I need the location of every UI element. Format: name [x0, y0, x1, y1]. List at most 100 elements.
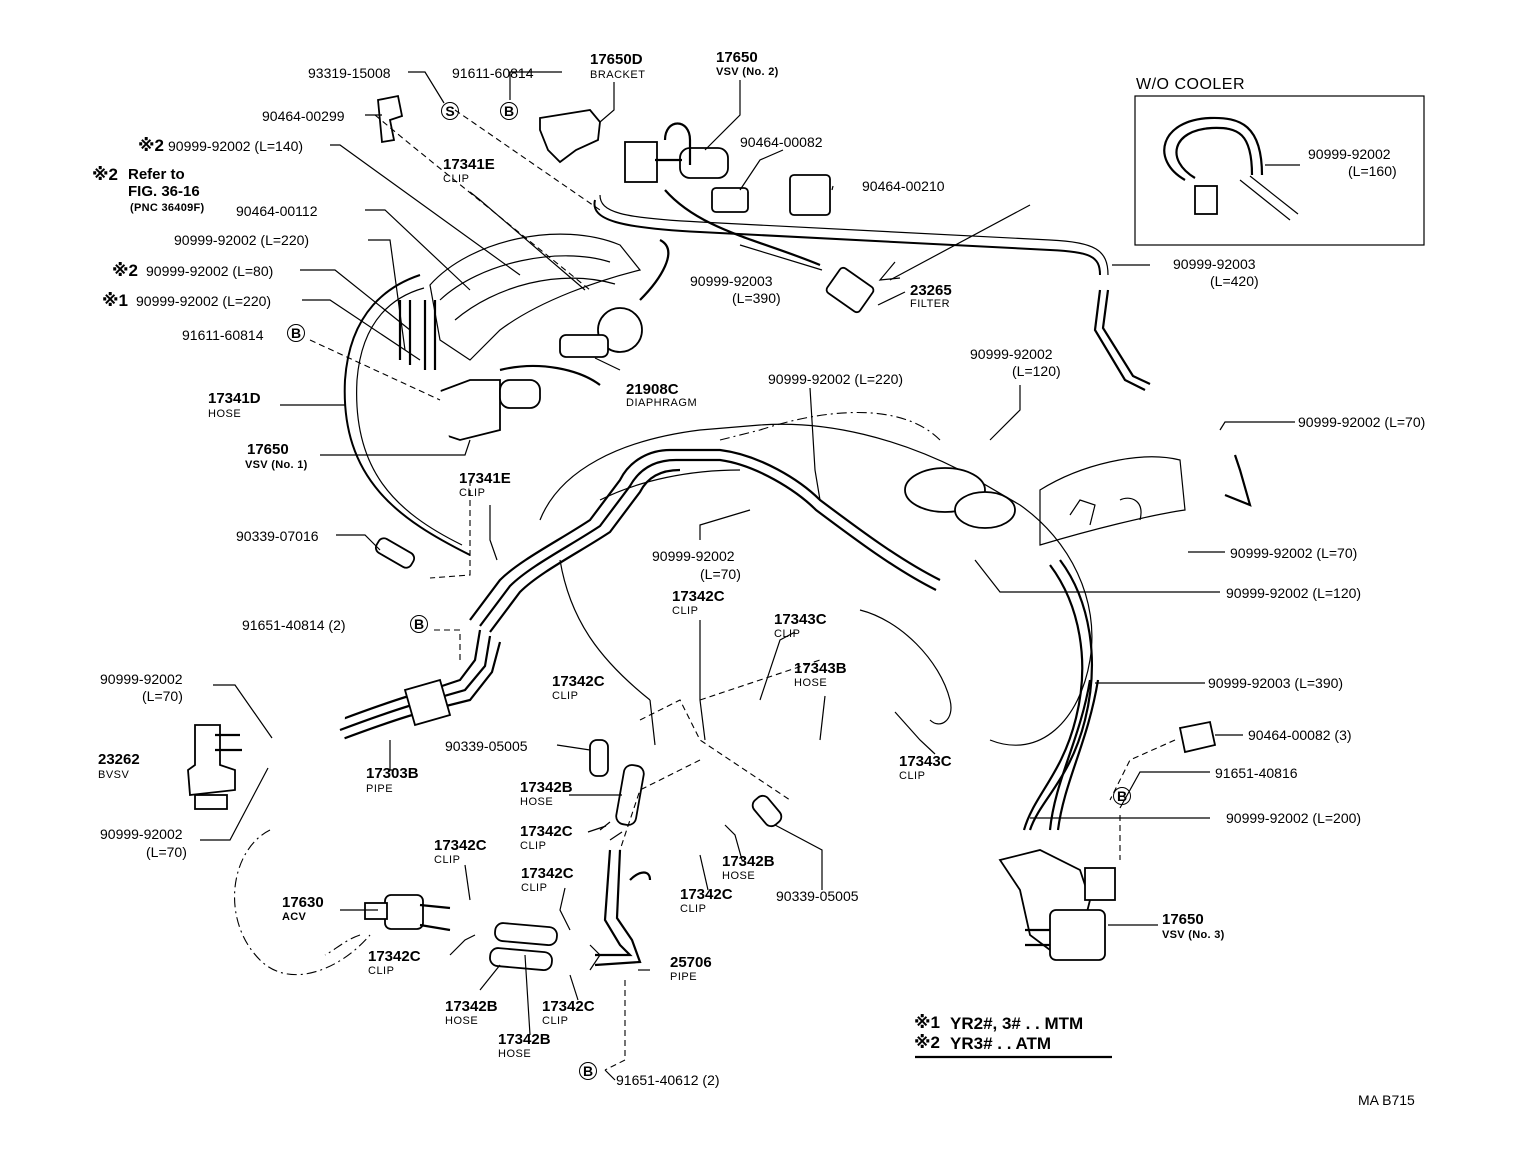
mark-c07: ※2: [92, 165, 118, 184]
label-90999-92002-bvsv-bot: 90999-92002: [100, 826, 183, 842]
label-17343C-b: 17343C: [899, 753, 952, 770]
label-l120-top: (L=120): [1012, 363, 1061, 379]
label-17342C-c: 17342C: [520, 823, 573, 840]
label-clip-17343C-a: CLIP: [774, 628, 801, 640]
label-diaphragm: DIAPHRAGM: [626, 397, 698, 409]
label-21908C: 21908C: [626, 381, 679, 398]
label-91651-40612: 91651-40612 (2): [616, 1072, 720, 1088]
badge-b-right: B: [1113, 787, 1131, 805]
label-17341D: 17341D: [208, 390, 261, 407]
label-90999-92003-l420: 90999-92003: [1173, 256, 1256, 272]
inset-length: (L=160): [1348, 163, 1397, 179]
label-clip-17342C-d: CLIP: [434, 854, 461, 866]
label-17650-vsv1: 17650: [247, 441, 289, 458]
inset-title: W/O COOLER: [1136, 76, 1246, 93]
vsv-no3-connector: [1084, 867, 1116, 901]
label-90999-92002-l70-right: 90999-92002 (L=70): [1298, 414, 1426, 430]
label-clip-17342C-a: CLIP: [672, 605, 699, 617]
label-clip-17342C-g: CLIP: [368, 965, 395, 977]
label-90339-05005-a: 90339-05005: [445, 738, 528, 754]
label-17650-vsv3: 17650: [1162, 911, 1204, 928]
label-17342B-d: 17342B: [498, 1031, 551, 1048]
label-17342C-d: 17342C: [434, 837, 487, 854]
diaphragm-21908C: [597, 307, 643, 353]
bvsv-23262: [187, 724, 236, 796]
label-17342B-b: 17342B: [722, 853, 775, 870]
label-fig-36-16: FIG. 36-16: [128, 183, 200, 200]
label-17303B: 17303B: [366, 765, 419, 782]
label-90999-92002-l220-a: 90999-92002 (L=220): [174, 232, 310, 248]
label-90999-92002-l220-b: 90999-92002 (L=220): [136, 293, 272, 309]
label-clip-17341E-top: CLIP: [443, 173, 470, 185]
label-91611-60814-left: 91611-60814: [182, 327, 264, 343]
label-90999-92003-l390: 90999-92003 (L=390): [1208, 675, 1344, 691]
label-90464-00299: 90464-00299: [262, 108, 345, 124]
label-90999-92002-l80: 90999-92002 (L=80): [146, 263, 274, 279]
label-25706: 25706: [670, 954, 712, 971]
badge-b-mid: B: [410, 615, 428, 633]
label-acv: ACV: [282, 911, 307, 923]
label-pnc-36409f: (PNC 36409F): [130, 202, 205, 214]
badge-b-bottom: B: [579, 1062, 597, 1080]
label-93319-15008: 93319-15008: [308, 65, 391, 81]
label-l390-top: (L=390): [732, 290, 781, 306]
label-90464-00082-3: 90464-00082 (3): [1248, 727, 1352, 743]
badge-b-top: B: [500, 102, 518, 120]
label-hose-17342B-b: HOSE: [722, 870, 756, 882]
label-90999-92002-l140: 90999-92002 (L=140): [168, 138, 304, 154]
mark-c14: ※1: [102, 291, 128, 310]
label-90999-92002-l220-c: 90999-92002 (L=220): [768, 371, 904, 387]
label-l420: (L=420): [1210, 273, 1259, 289]
drawing-code: MA B715: [1358, 1092, 1415, 1108]
label-filter: FILTER: [910, 298, 951, 310]
label-91651-40816: 91651-40816: [1215, 765, 1298, 781]
label-17342C-e: 17342C: [521, 865, 574, 882]
label-90999-92002-l120-top: 90999-92002: [970, 346, 1053, 362]
badge-s: S: [441, 102, 459, 120]
label-vsv-no3: VSV (No. 3): [1162, 929, 1225, 941]
label-90999-92002-center: 90999-92002: [652, 548, 735, 564]
label-clip-17342C-h: CLIP: [542, 1015, 569, 1027]
pipe-clamp: [403, 678, 452, 727]
label-17341E-mid: 17341E: [459, 470, 511, 487]
label-vsv-no1: VSV (No. 1): [245, 459, 308, 471]
badge-b-left: B: [287, 324, 305, 342]
label-17342B-a: 17342B: [520, 779, 573, 796]
label-17650D: 17650D: [590, 51, 643, 68]
label-hose-17342B-a: HOSE: [520, 796, 554, 808]
label-90999-92002-l200: 90999-92002 (L=200): [1226, 810, 1362, 826]
inset-hose: [1163, 116, 1264, 181]
legend-mark-1: ※1: [914, 1013, 940, 1032]
hose-17342B-b: [489, 947, 553, 971]
label-hose-17343B: HOSE: [794, 677, 828, 689]
label-hose-17342B-c: HOSE: [445, 1015, 479, 1027]
label-17342C-h: 17342C: [542, 998, 595, 1015]
label-17342C-b: 17342C: [552, 673, 605, 690]
label-90339-05005-b: 90339-05005: [776, 888, 859, 904]
label-clip-17342C-f: CLIP: [680, 903, 707, 915]
label-90464-00210: 90464-00210: [862, 178, 945, 194]
label-90999-92002-l120: 90999-92002 (L=120): [1226, 585, 1362, 601]
label-l70-bvsv-bot: (L=70): [146, 844, 187, 860]
label-bvsv: BVSV: [98, 769, 130, 781]
label-pipe-25706: PIPE: [670, 971, 698, 983]
label-90464-00112: 90464-00112: [236, 203, 318, 219]
label-clip-17342C-e: CLIP: [521, 882, 548, 894]
label-bracket: BRACKET: [590, 69, 646, 81]
mark-c13: ※2: [112, 261, 138, 280]
label-91611-60814-top: 91611-60814: [452, 65, 534, 81]
label-l70-center: (L=70): [700, 566, 741, 582]
label-vsv-no2: VSV (No. 2): [716, 66, 779, 78]
label-l70-bvsv-top: (L=70): [142, 688, 183, 704]
label-90999-92002-l70-right2: 90999-92002 (L=70): [1230, 545, 1358, 561]
label-refer-to: Refer to: [128, 166, 185, 183]
label-17342B-c: 17342B: [445, 998, 498, 1015]
bracket-17650D: [539, 109, 601, 164]
legend-text-2: YR3# . . ATM: [950, 1034, 1052, 1053]
label-23262: 23262: [98, 751, 140, 768]
label-clip-17342C-c: CLIP: [520, 840, 547, 852]
label-17650-vsv2: 17650: [716, 49, 758, 66]
label-17341E-top: 17341E: [443, 156, 495, 173]
legend-text-1: YR2#, 3# . . MTM: [950, 1014, 1084, 1033]
